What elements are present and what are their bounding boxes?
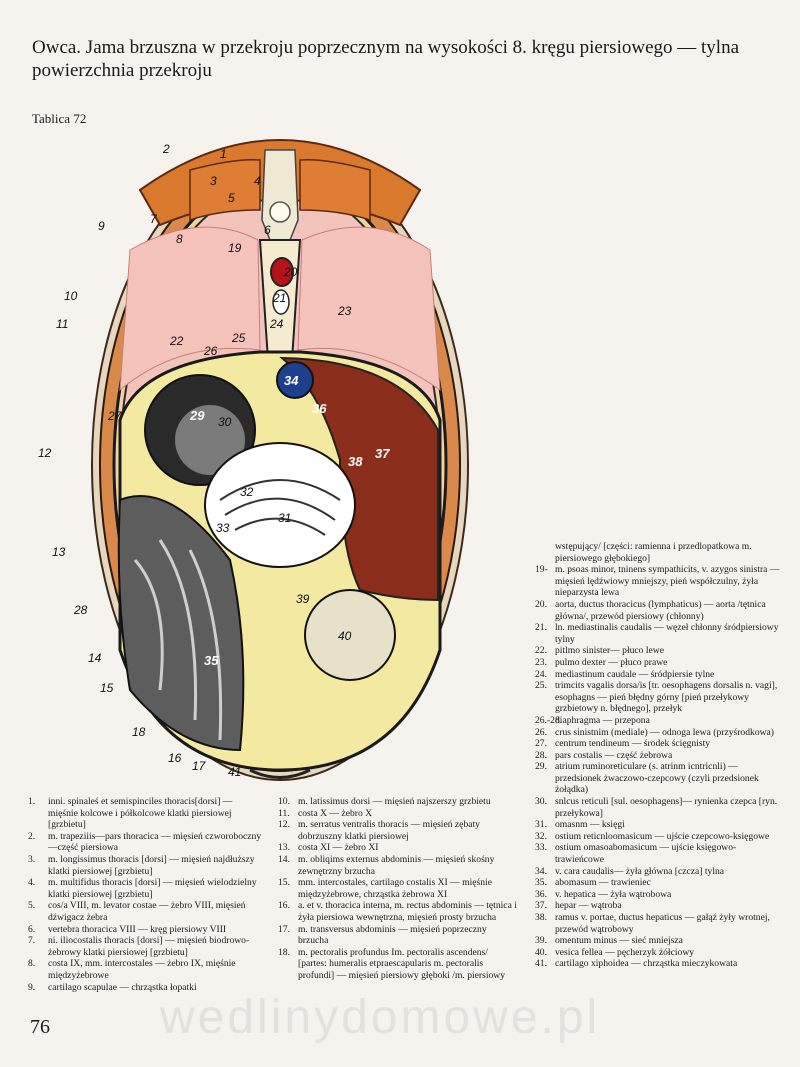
label-41: 41 [228,765,241,779]
label-20: 20 [283,265,298,279]
page-number: 76 [30,1016,50,1038]
label-27: 27 [107,409,123,423]
cross-section-illustration: 2 1 3 4 5 6 7 8 9 10 11 12 13 28 14 15 1… [38,138,469,781]
page-title: Owca. Jama brzuszna w przekroju poprzecz… [32,37,739,81]
legend-entry [535,970,780,982]
legend-column-middle: 10.m. latissimus dorsi — mięsień najszer… [278,796,518,982]
legend-entry: 15.mm. intercostales, cartilago costalis… [278,877,492,900]
legend-entry: 21.ln. mediastinalis caudalis — węzeł ch… [535,622,779,645]
legend-entry: 41.cartilago xiphoidea — chrząstka miecz… [535,958,738,970]
label-28: 28 [73,603,88,617]
legend-entry: 8.costa IX, mm. intercostales — żebro IX… [28,958,236,981]
legend-entry: 16.a. et v. thoracica interna, m. rectus… [278,900,517,923]
label-35: 35 [204,653,219,668]
legend-entry: 30.snlcus reticuli [sul. oesophagens]— r… [535,796,778,819]
label-3: 3 [210,174,217,188]
legend-entry: wstępujący/ [części: ramienna i przedlop… [555,541,752,564]
label-19: 19 [228,241,242,255]
watermark: wedlinydomowe.pl [160,991,601,1044]
legend-entry: 18.m. pectoralis profundus Im. pectorali… [278,946,506,981]
legend-entry: 28.pars costalis — część żebrowa [535,749,673,761]
label-14: 14 [88,651,102,665]
legend-entry: 10.m. latissimus dorsi — mięsień najszer… [278,796,491,807]
legend-entry: 7.ni. iliocostalis thoracis [dorsi] — mi… [28,935,250,958]
label-17: 17 [192,759,207,773]
label-29: 29 [189,408,205,423]
legend-entry: 34.v. cara caudalis— żyła główna [czcza]… [535,865,725,877]
legend-entry: 24.mediastinum caudale — śródpiersie tyl… [535,668,715,680]
legend-entry: 33.ostium omasoabomasicum — ujście księg… [535,842,737,866]
legend-entry: 38.ramus v. portae, ductus hepaticus — g… [535,912,770,935]
label-5: 5 [228,191,235,205]
legend-column-right: wstępujący/ [części: ramienna i przedlop… [535,541,780,993]
label-33: 33 [216,521,230,535]
legend-entry: 39.omentum minus — sieć mniejsza [535,935,683,947]
legend-entry: 26.-28.diaphragma — przepona [535,714,650,726]
legend-entry: 27.centrum tendineum — środek ścięgnisty [535,738,711,750]
label-16: 16 [168,751,182,765]
label-32: 32 [240,485,254,499]
legend-entry: 37.hepar — wątroba [535,900,622,912]
label-34: 34 [284,373,299,388]
label-37: 37 [375,446,390,461]
legend-entry: 12.m. serratus ventralis thoracis — mięs… [278,819,480,842]
legend-entry: 22.pitlmo sinister— płuco lewe [535,645,664,657]
label-18: 18 [132,725,146,739]
label-36: 36 [312,401,327,416]
label-2: 2 [162,142,170,156]
legend-entry: 13.costa XI — żebro XI [278,842,379,854]
label-38: 38 [348,454,363,469]
legend-entry: 36.v. hepatica — żyła wątrobowa [535,888,672,900]
legend-entry: 25.trimcits vagalis dorsa/is [tr. oesoph… [535,680,778,715]
legend-entry: 1.inni. spinaleś et semispinciles thorac… [28,796,233,831]
legend-column-left: 1.inni. spinaleś et semispinciles thorac… [28,796,263,993]
legend-entry: 2.m. trapeziiis—pars thoracica — mięsień… [28,830,262,854]
label-10: 10 [64,289,78,303]
legend-entry: 14.m. obliqims externus abdominis — mięs… [278,853,495,877]
label-9: 9 [98,219,105,233]
label-24: 24 [269,317,284,331]
legend-entry: 6.vertebra thoracica VIII — kręg piersio… [28,923,227,935]
label-12: 12 [38,446,52,460]
legend-entry: 4.m. multifidus thoracis [dorsi] — mięsi… [28,877,257,900]
label-26: 26 [203,344,218,358]
label-13: 13 [52,545,66,559]
legend-entry: 9.cartilago scapulae — chrząstka łopatki [28,981,197,993]
label-40: 40 [338,629,352,643]
label-1: 1 [220,147,227,161]
label-31: 31 [278,511,291,525]
legend-entry: 40.vesica fellea — pęcherzyk żółciowy [535,946,695,958]
legend-entry: 29.atrium ruminoreticulare (s. atrinm ic… [535,761,759,796]
legend-entry: 19-m. psoas minor, tninens sympathicits,… [535,564,780,599]
label-21: 21 [272,291,286,305]
plate-label: Tablica 72 [32,111,87,126]
legend-entry: 31.omasnm — księgi [535,819,625,831]
label-15: 15 [100,681,114,695]
label-8: 8 [176,232,183,246]
label-39: 39 [296,592,310,606]
legend-entry: 17.m. transversus abdominis — mięsień po… [278,923,487,947]
label-4: 4 [254,174,261,188]
label-23: 23 [337,304,352,318]
legend-entry: 35.abomasum — trawieniec [535,877,651,889]
legend-entry: 20.aorta, ductus thoracicus (lymphaticus… [535,598,766,622]
legend-entry: 3.m. longissimus thoracis [dorsi] — mięs… [28,853,255,877]
label-6: 6 [264,223,271,237]
legend-entry: 11.costa X — żebro X [278,807,373,819]
legend-entry: 26.crus sinistnim (mediale) — odnoga lew… [535,726,774,738]
anatomical-figure: 2 1 3 4 5 6 7 8 9 10 11 12 13 28 14 15 1… [20,130,540,790]
label-25: 25 [231,331,246,345]
label-7: 7 [150,212,158,226]
legend-entry: 5.cos/a VIII, m. levator costae — żebro … [28,900,246,923]
label-22: 22 [169,334,184,348]
legend-entry: 23.pulmo dexter — płuco prawe [535,656,668,668]
label-30: 30 [218,415,232,429]
legend-entry: 32.ostium reticnloomasicum — ujście czep… [535,830,770,842]
label-11: 11 [56,317,68,331]
